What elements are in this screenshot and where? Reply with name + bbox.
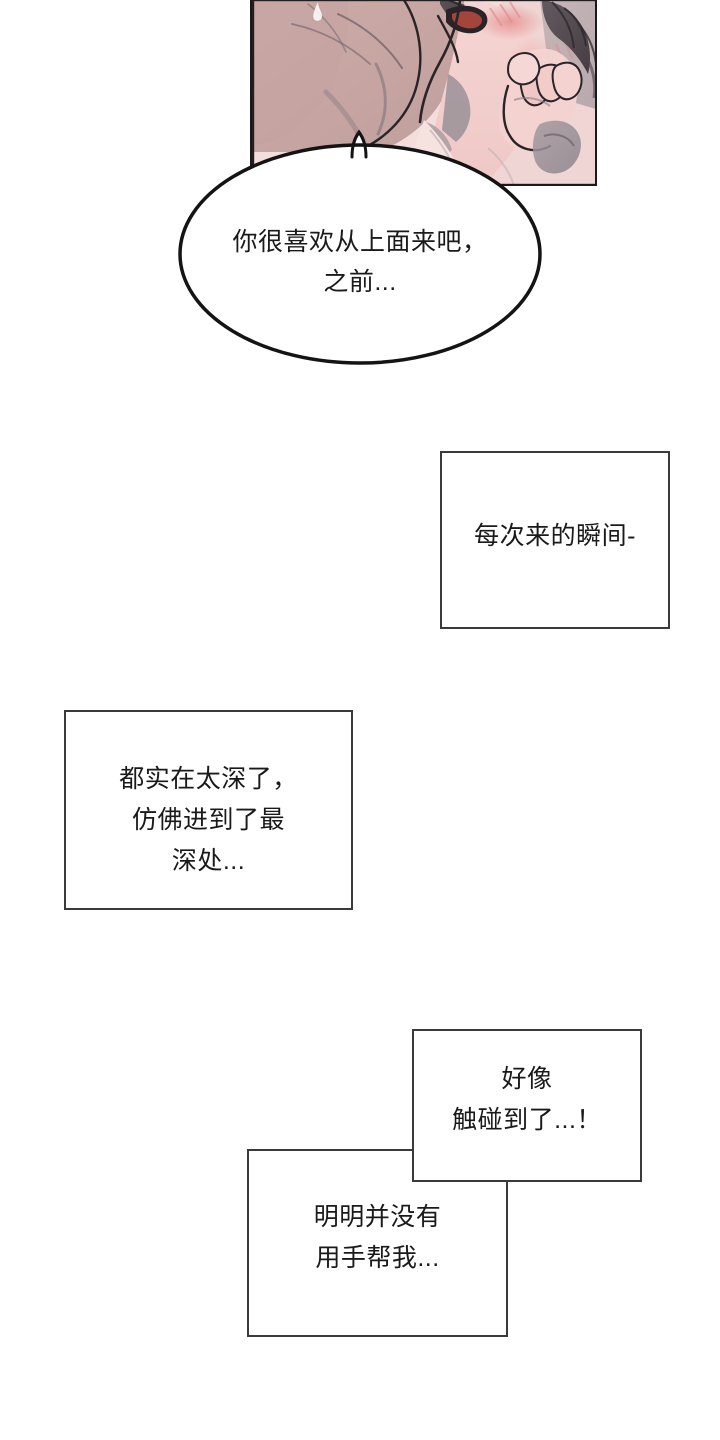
speech-bubble-shape [178, 129, 542, 365]
caption-box-too-deep: 都实在太深了， 仿佛进到了最 深处... [64, 710, 353, 910]
caption-text-too-deep: 都实在太深了， 仿佛进到了最 深处... [119, 765, 298, 875]
caption-text-felt-touch: 好像 触碰到了...！ [452, 1065, 602, 1134]
comic-art-illustration [252, 0, 595, 184]
caption-text-every-time: 每次来的瞬间- [474, 522, 636, 550]
comic-art-panel [250, 0, 597, 186]
speech-bubble-text: 你很喜欢从上面来吧， 之前... [232, 228, 488, 296]
caption-text-no-hands: 明明并没有 用手帮我... [313, 1203, 442, 1272]
caption-overlap-mask [414, 1145, 640, 1155]
caption-box-felt-touch: 好像 触碰到了...！ [412, 1029, 642, 1182]
caption-box-every-time: 每次来的瞬间- [440, 451, 670, 629]
speech-bubble-ellipse [176, 126, 544, 368]
